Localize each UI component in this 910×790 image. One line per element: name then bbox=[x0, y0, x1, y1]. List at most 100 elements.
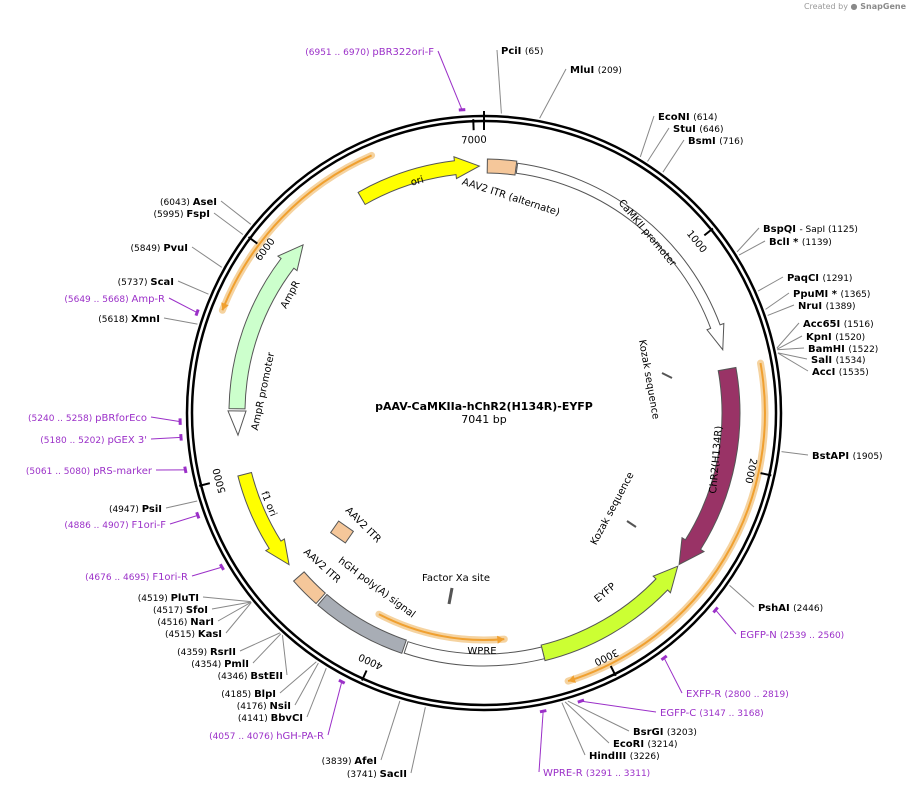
site-position: (209) bbox=[598, 66, 622, 76]
site-position: (646) bbox=[699, 125, 723, 135]
site-name: AseI bbox=[193, 197, 217, 208]
site-name: PpuMI * bbox=[793, 289, 840, 300]
site-label-19: HindIII (3226) bbox=[589, 751, 660, 762]
site-position: (1291) bbox=[823, 274, 853, 284]
site-label-10: Acc65I (1516) bbox=[803, 319, 874, 330]
site-position: (1389) bbox=[826, 302, 856, 312]
site-label-33: (5618) XmnI bbox=[98, 314, 160, 325]
primer-name: pGEX 3' bbox=[107, 435, 147, 446]
site-name: MluI bbox=[570, 65, 598, 76]
primer-position: (4886 .. 4907) bbox=[64, 521, 131, 531]
site-label-0: PciI (65) bbox=[501, 46, 543, 57]
primer-leader-1 bbox=[715, 609, 737, 635]
site-leader-9 bbox=[767, 304, 795, 316]
primer-label-0: (6951 .. 6970) pBR322ori-F bbox=[305, 47, 434, 58]
site-leader-17 bbox=[567, 700, 630, 732]
site-label-18: EcoRI (3214) bbox=[613, 739, 677, 750]
snapgene-credit: Created by ● SnapGene bbox=[804, 2, 906, 11]
primer-position: (2800 .. 2819) bbox=[724, 690, 788, 700]
site-leader-4 bbox=[662, 139, 685, 173]
site-extra: (1125) bbox=[825, 225, 858, 235]
site-position: (3226) bbox=[630, 752, 660, 762]
site-leader-28 bbox=[225, 602, 252, 634]
primer-position: (5240 .. 5258) bbox=[28, 414, 95, 424]
site-leader-2 bbox=[639, 115, 655, 158]
site-position: (5849) bbox=[131, 244, 164, 254]
primer-position: (2539 .. 2560) bbox=[780, 631, 844, 641]
site-leader-20 bbox=[410, 707, 426, 774]
site-label-11: KpnI (1520) bbox=[806, 332, 865, 343]
primer-leader-7 bbox=[169, 514, 198, 525]
credit-prefix: Created by bbox=[803, 2, 848, 11]
tick-mark-1000 bbox=[703, 227, 714, 237]
site-position: (3839) bbox=[322, 757, 355, 767]
site-leader-14 bbox=[777, 352, 809, 372]
label-kozak-2: Kozak sequence bbox=[589, 471, 637, 547]
site-label-9: NruI (1389) bbox=[798, 301, 856, 312]
site-name: PluTI bbox=[171, 593, 199, 604]
orf-arc-0 bbox=[567, 362, 766, 683]
site-label-31: (4519) PluTI bbox=[138, 593, 199, 604]
site-position: (4515) bbox=[165, 630, 198, 640]
site-leader-23 bbox=[294, 662, 319, 706]
site-name: BbvCI bbox=[271, 713, 303, 724]
label-eyfp: EYFP bbox=[593, 581, 619, 605]
site-position: (4346) bbox=[218, 672, 251, 682]
site-label-16: PshAI (2446) bbox=[758, 603, 823, 614]
orf-arcs bbox=[218, 151, 769, 685]
site-name: NarI bbox=[190, 617, 214, 628]
site-leader-13 bbox=[777, 352, 808, 360]
orf-arrowhead-0 bbox=[568, 675, 576, 683]
feature-aav2-itr-b bbox=[292, 571, 327, 605]
orf-arc-1 bbox=[378, 613, 505, 641]
site-position: (2446) bbox=[793, 604, 823, 614]
primer-mark-4 bbox=[539, 709, 547, 714]
feature-eyfp bbox=[540, 565, 679, 662]
primer-name: WPRE-R bbox=[543, 768, 586, 779]
site-label-12: BamHI (1522) bbox=[808, 344, 878, 355]
site-position: (1534) bbox=[836, 356, 866, 366]
primer-label-8: (5061 .. 5080) pRS-marker bbox=[26, 466, 153, 477]
site-leader-3 bbox=[647, 127, 670, 162]
primer-leader-5 bbox=[327, 681, 343, 736]
label-aav2-itr-inner: AAV2 ITR bbox=[343, 505, 383, 545]
feature-ampr-promoter bbox=[227, 410, 247, 437]
primer-name: EGFP-N bbox=[740, 630, 780, 641]
site-name: PshAI bbox=[758, 603, 793, 614]
site-label-37: (6043) AseI bbox=[160, 197, 217, 208]
site-leader-19 bbox=[561, 702, 586, 756]
site-name: ScaI bbox=[150, 277, 174, 288]
primer-name: F1ori-F bbox=[132, 520, 167, 531]
site-leader-5 bbox=[736, 227, 760, 253]
label-kozak-1: Kozak sequence bbox=[636, 339, 661, 420]
site-leader-22 bbox=[306, 667, 327, 718]
label-camkii-promoter: CaMKII promoter bbox=[616, 198, 679, 270]
site-position: - SapI bbox=[799, 225, 825, 235]
primer-mark-7 bbox=[195, 511, 201, 519]
restriction-sites: PciI (65)MluI (209)EcoNI (614)StuI (646)… bbox=[98, 46, 882, 780]
site-position: (5995) bbox=[154, 210, 187, 220]
site-leader-34 bbox=[177, 280, 209, 295]
site-name: BstAPI bbox=[812, 451, 853, 462]
primer-leader-11 bbox=[168, 297, 198, 314]
site-name: BamHI bbox=[808, 344, 848, 355]
plasmid-size: 7041 bp bbox=[461, 413, 506, 426]
feature-aav2-itr-alt bbox=[486, 158, 518, 176]
site-name: BclI * bbox=[769, 237, 802, 248]
primer-mark-8 bbox=[183, 466, 188, 474]
label-wpre: WPRE bbox=[467, 646, 496, 657]
site-name: AccI bbox=[812, 367, 839, 378]
site-label-32: (4947) PsiI bbox=[109, 504, 162, 515]
primer-name: pBRforEco bbox=[95, 413, 147, 424]
primer-mark-11 bbox=[194, 309, 200, 317]
site-name: RsrII bbox=[210, 647, 236, 658]
site-leader-25 bbox=[281, 635, 288, 676]
site-name: XmnI bbox=[131, 314, 160, 325]
tick-label-5000: 5000 bbox=[212, 467, 229, 494]
primer-position: (4057 .. 4076) bbox=[209, 732, 276, 742]
primer-leader-2 bbox=[663, 657, 683, 694]
site-leader-0 bbox=[496, 49, 502, 114]
site-position: (4354) bbox=[191, 660, 224, 670]
primer-name: EXFP-R bbox=[686, 689, 724, 700]
site-leader-7 bbox=[757, 276, 784, 292]
